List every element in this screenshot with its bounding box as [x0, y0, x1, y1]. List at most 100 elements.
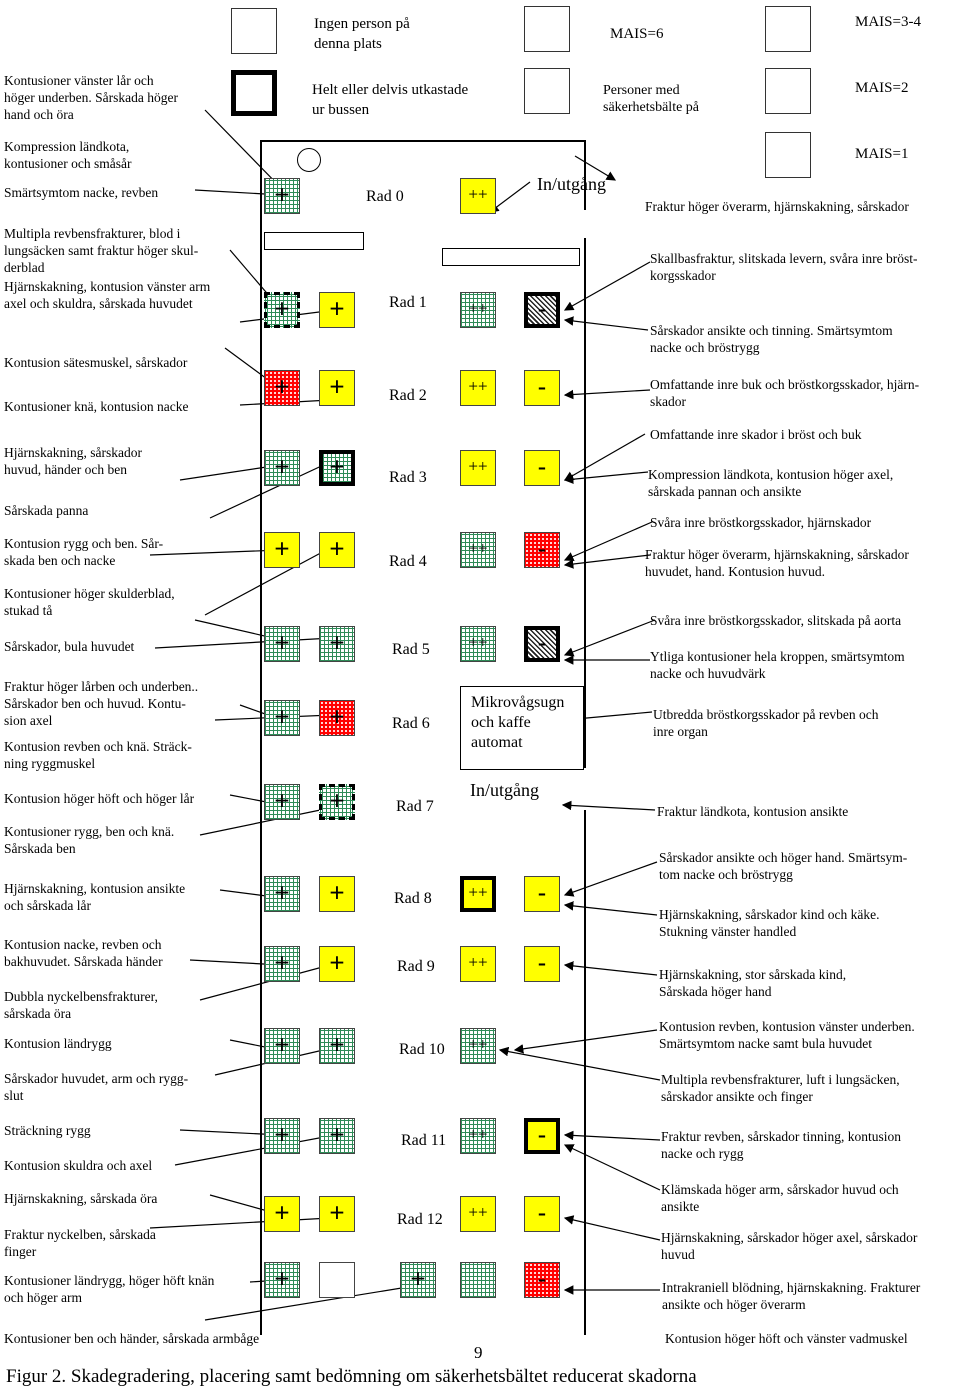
connector-line [563, 261, 651, 311]
seat-mark: ++ [468, 1202, 488, 1222]
legend-belted-box [524, 68, 570, 114]
seat-row9-col2: ++ [460, 946, 496, 982]
legend-empty-label: Ingen person på denna plats [314, 16, 410, 52]
connector-line [149, 545, 284, 556]
seat-mark: - [537, 293, 547, 324]
connector-line [154, 633, 334, 649]
connector-line [199, 962, 332, 1001]
seat-mark: - [537, 451, 547, 482]
connector-line [563, 389, 651, 400]
connector-line [563, 554, 651, 569]
seat-mark: + [274, 1197, 290, 1228]
row-label: Rad 1 [389, 294, 427, 311]
left-note-26: Kontusioner ben och händer, sårskada arm… [4, 1331, 260, 1346]
right-note-1: Skallbasfraktur, slitskada levern, svåra… [650, 251, 918, 283]
seat-mark: + [329, 293, 345, 324]
seat-row12-col2: ++ [460, 1196, 496, 1232]
seat-mark: ++ [468, 1034, 488, 1054]
page-number: 9 [474, 1343, 483, 1362]
left-note-24: Fraktur nyckelben, sårskada finger [4, 1227, 156, 1259]
legend-mais2-label: MAIS=2 [855, 80, 909, 96]
right-note-10: Utbredda bröstkorgsskador på revben och … [653, 707, 879, 739]
row-label: Rad 10 [399, 1041, 445, 1058]
seat-mark: + [329, 1029, 345, 1060]
seat-row1-col0: + [264, 292, 300, 328]
seat-row9-col3: - [524, 946, 560, 982]
legend-ejected-box [231, 70, 277, 116]
seat-mark: - [537, 1119, 547, 1150]
right-note-20: Intrakraniell blödning, hjärnskakning. F… [662, 1280, 921, 1312]
seat-row9-col0: + [264, 946, 300, 982]
seat-mark: ++ [468, 456, 488, 476]
connector-line [513, 1029, 658, 1054]
left-note-18: Dubbla nyckelbensfrakturer, sårskada öra [4, 989, 158, 1021]
row-label: Rad 11 [401, 1132, 447, 1149]
seat-row11-col0: + [264, 1118, 300, 1154]
seat-row5-col3: - [524, 626, 560, 662]
row-label: Rad 5 [392, 641, 430, 658]
seat-row1-col3: - [524, 292, 560, 328]
left-note-0: Kontusioner vänster lår och höger underb… [4, 73, 178, 122]
seat-row6-col1: + [319, 700, 355, 736]
connector-line [563, 433, 646, 481]
front-partition-right [442, 248, 580, 266]
front-partition-left [264, 232, 364, 250]
seat-rear-1 [319, 1262, 355, 1298]
left-note-12: Fraktur höger lårben och underben.. Sårs… [4, 679, 199, 728]
right-note-2: Sårskador ansikte och tinning. Smärtsymt… [650, 323, 893, 355]
seat-row8-col3: - [524, 876, 560, 912]
legend-mais2-box [765, 68, 811, 114]
seat-mark: - [537, 947, 547, 978]
connector-line [563, 901, 658, 916]
legend-mais6-label: MAIS=6 [610, 26, 664, 42]
seat-rear-4: - [524, 1262, 560, 1298]
steering-wheel [297, 148, 321, 172]
seat-row5-col1: + [319, 626, 355, 662]
seat-row3-col1: + [319, 450, 355, 486]
seat-row3-col0: + [264, 450, 300, 486]
connector-line [563, 619, 656, 657]
legend-mais1-box [765, 132, 811, 178]
seat-row7-col0: + [264, 784, 300, 820]
connector-line [149, 1213, 332, 1229]
seat-row4-col2: ++ [460, 532, 496, 568]
seat-row0-col0: + [264, 178, 300, 214]
connector-line [204, 547, 332, 616]
seat-row10-col1: + [319, 1028, 355, 1064]
seat-row4-col3: - [524, 532, 560, 568]
seat-row4-col1: + [319, 532, 355, 568]
right-note-19: Hjärnskakning, sårskador höger axel, sår… [661, 1230, 918, 1262]
seat-mark: ++ [468, 952, 488, 972]
seat-row2-col0: + [264, 370, 300, 406]
right-note-7: Fraktur höger överarm, hjärnskakning, så… [645, 547, 909, 579]
seat-mark: + [410, 1263, 426, 1294]
left-note-3: Multipla revbensfrakturer, blod i lungsä… [4, 226, 199, 275]
right-note-21: Kontusion höger höft och vänster vadmusk… [665, 1331, 908, 1346]
connector-line [489, 181, 531, 213]
seat-mark: ++ [468, 1124, 488, 1144]
legend-mais34-box [765, 6, 811, 52]
seat-mark: + [274, 947, 290, 978]
seat-row10-col0: + [264, 1028, 300, 1064]
seat-mark: + [274, 533, 290, 564]
right-note-13: Hjärnskakning, sårskador kind och käke. … [659, 907, 880, 939]
seat-mark: - [537, 533, 547, 564]
left-note-16: Hjärnskakning, kontusion ansikte och sår… [4, 881, 186, 913]
door-front-label: In/utgång [537, 174, 606, 194]
left-note-25: Kontusioner ländrygg, höger höft knän oc… [4, 1273, 215, 1305]
seat-row8-col0: + [264, 876, 300, 912]
left-note-7: Hjärnskakning, sårskador huvud, händer o… [4, 445, 142, 477]
right-note-0: Fraktur höger överarm, hjärnskakning, så… [645, 199, 909, 214]
seat-mark: + [329, 701, 345, 732]
seat-mark: + [274, 785, 290, 816]
left-note-19: Kontusion ländrygg [4, 1036, 112, 1051]
connector-line [209, 461, 332, 519]
row-label: Rad 12 [397, 1211, 443, 1228]
row-label: Rad 9 [397, 958, 435, 975]
bus-right-wall-bottom [584, 810, 586, 1335]
bus-roof-line [260, 140, 586, 142]
seat-row2-col2: ++ [460, 370, 496, 406]
seat-mark: ++ [468, 184, 488, 204]
left-note-6: Kontusioner knä, kontusion nacke [4, 399, 189, 414]
seat-mark: + [274, 701, 290, 732]
